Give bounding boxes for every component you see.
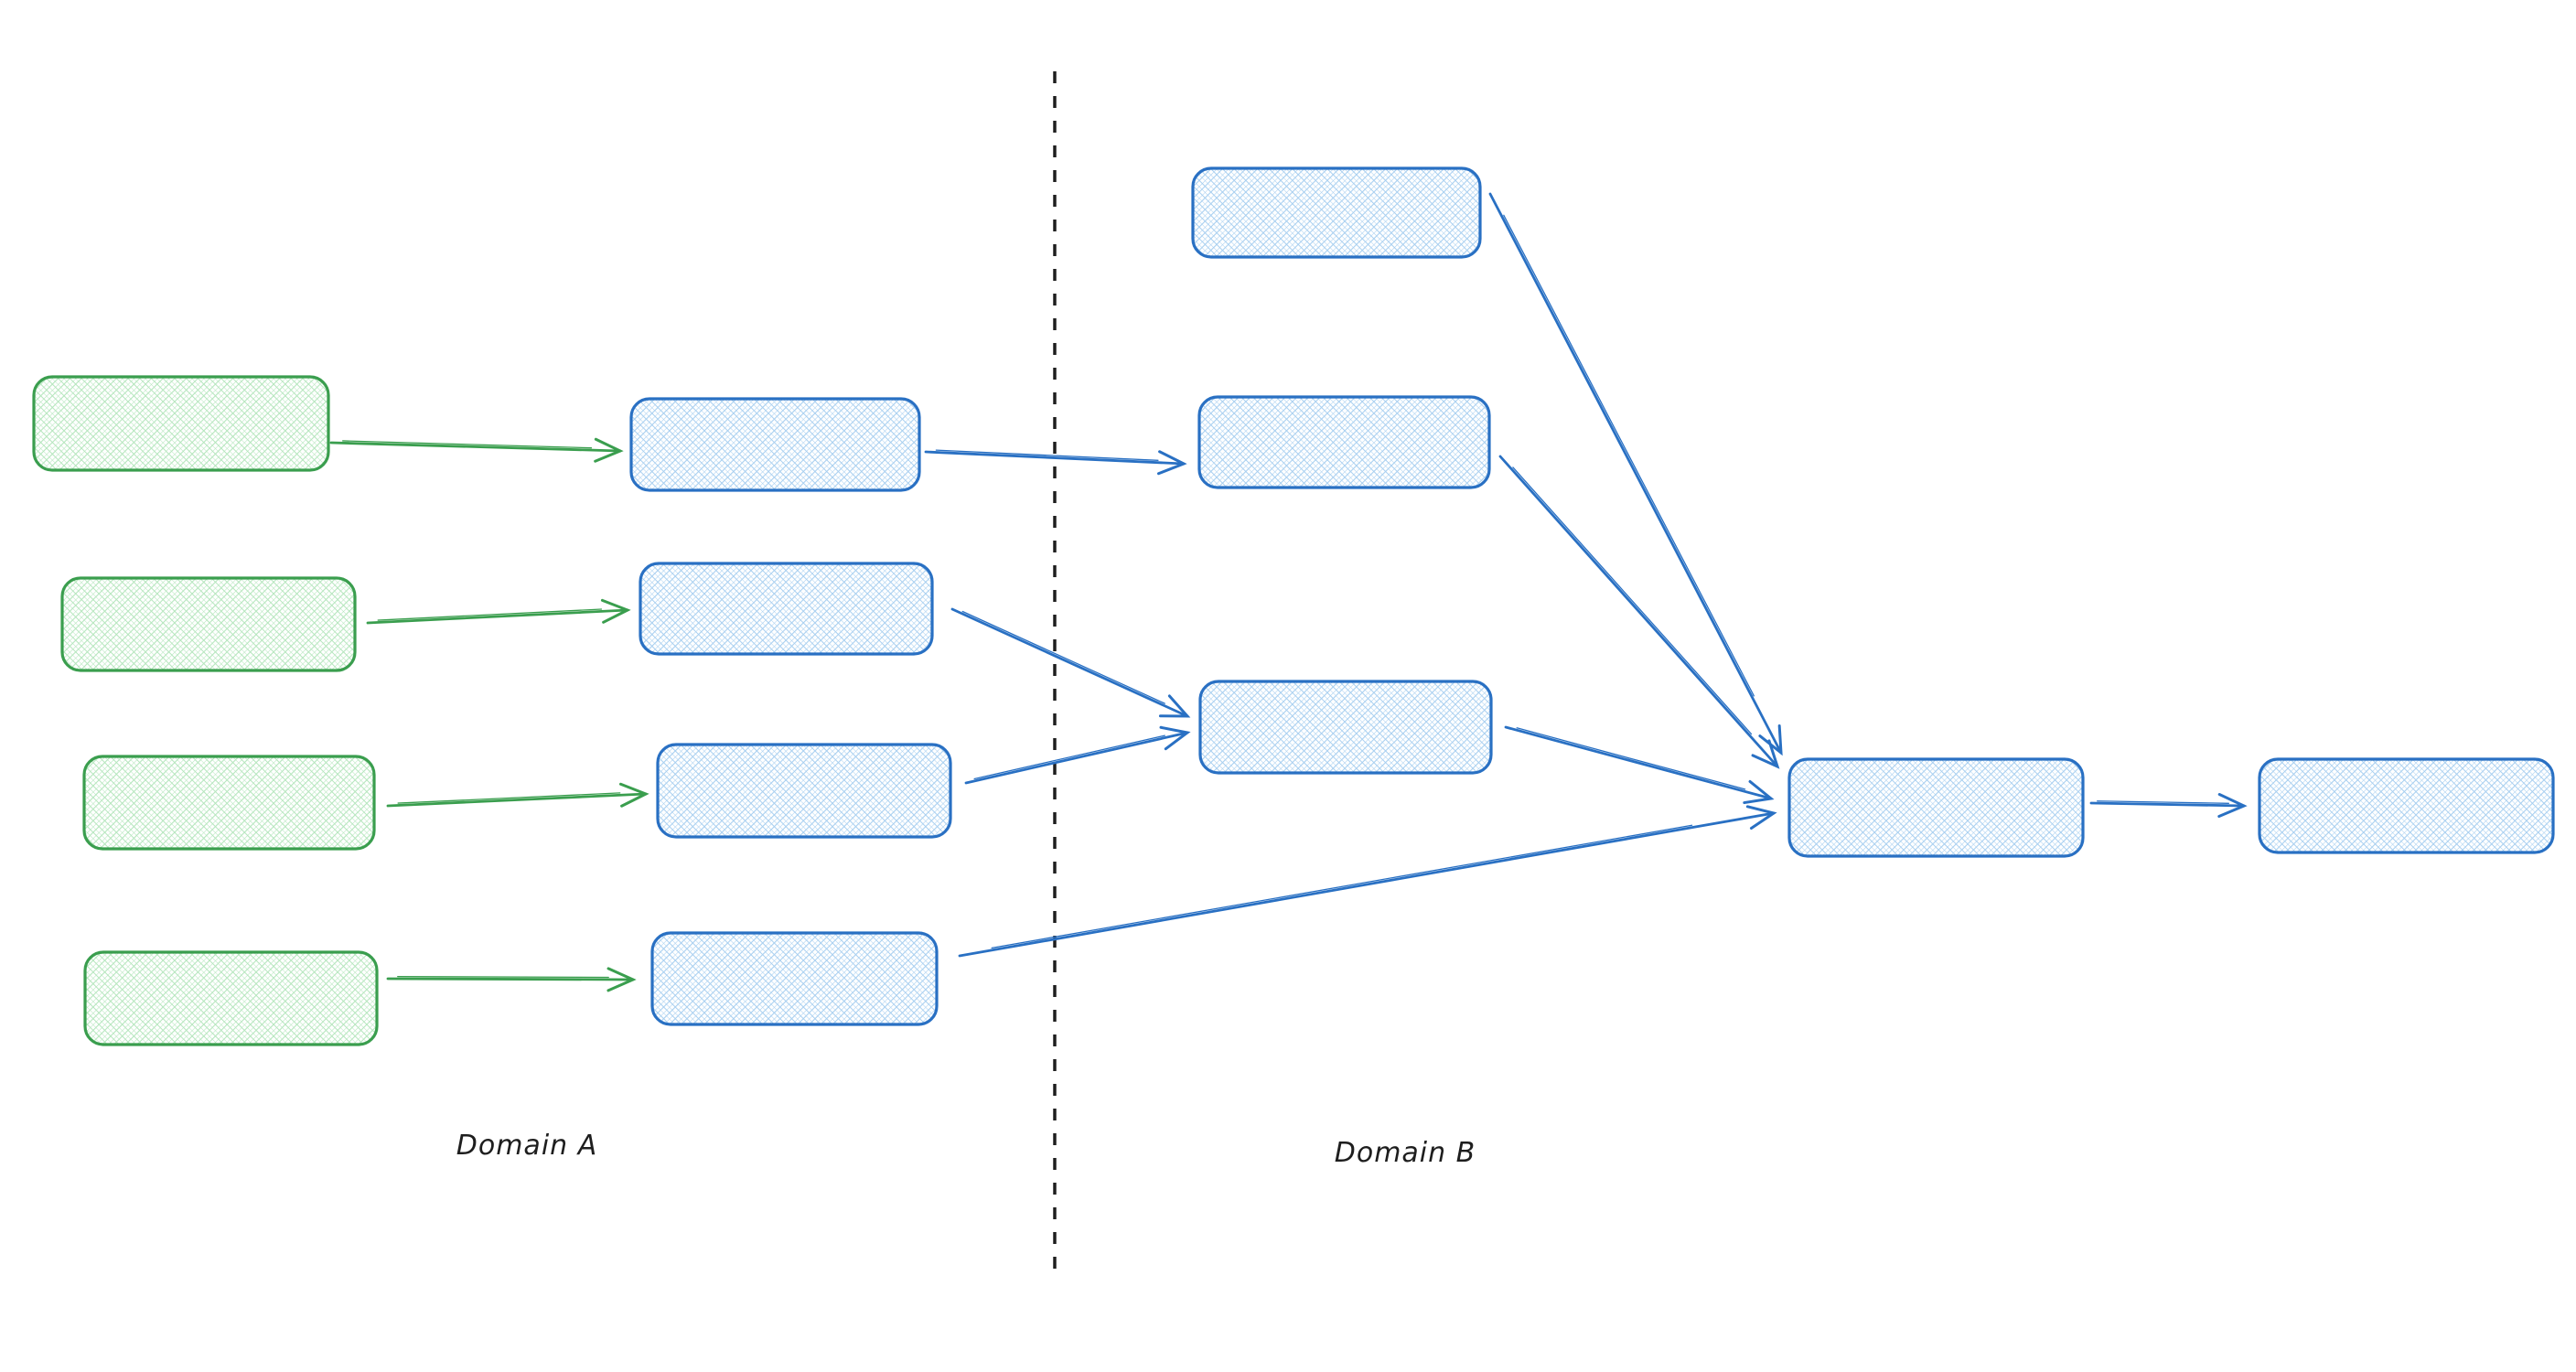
arrow-blue-b1-to-blue-b4[interactable] <box>1488 192 1783 756</box>
arrow-blue-b3-to-blue-b4[interactable] <box>1504 725 1775 805</box>
box-blue-b3[interactable] <box>1198 680 1493 775</box>
arrow-green-4-to-blue-a4[interactable] <box>386 967 637 992</box>
arrow-green-3-to-blue-a3[interactable] <box>386 782 649 808</box>
arrow-blue-b4-to-blue-b5[interactable] <box>2089 793 2248 819</box>
box-blue-b2[interactable] <box>1197 395 1491 489</box>
box-blue-b5[interactable] <box>2258 757 2555 854</box>
box-green-1[interactable] <box>32 375 330 472</box>
arrow-green-2-to-blue-a2[interactable] <box>366 598 631 625</box>
box-blue-a2[interactable] <box>639 562 934 656</box>
arrow-blue-a1-to-blue-b2[interactable] <box>924 449 1187 476</box>
arrow-blue-a4-to-blue-b4[interactable] <box>958 805 1777 958</box>
box-blue-b4[interactable] <box>1787 757 2085 858</box>
arrow-green-1-to-blue-a1[interactable] <box>329 437 624 463</box>
domain-a-label[interactable]: Domain A <box>456 1130 597 1162</box>
arrow-blue-b2-to-blue-b4[interactable] <box>1498 455 1780 769</box>
box-blue-b1[interactable] <box>1191 166 1482 259</box>
box-green-4[interactable] <box>83 950 379 1046</box>
box-green-2[interactable] <box>60 576 357 672</box>
box-blue-a4[interactable] <box>650 931 939 1026</box>
arrow-blue-a3-to-blue-b3[interactable] <box>964 725 1191 785</box>
box-blue-a1[interactable] <box>629 397 921 492</box>
domain-b-label[interactable]: Domain B <box>1335 1137 1476 1169</box>
arrow-blue-a2-to-blue-b3[interactable] <box>950 607 1191 718</box>
box-green-3[interactable] <box>82 755 376 851</box>
box-blue-a3[interactable] <box>656 743 952 839</box>
